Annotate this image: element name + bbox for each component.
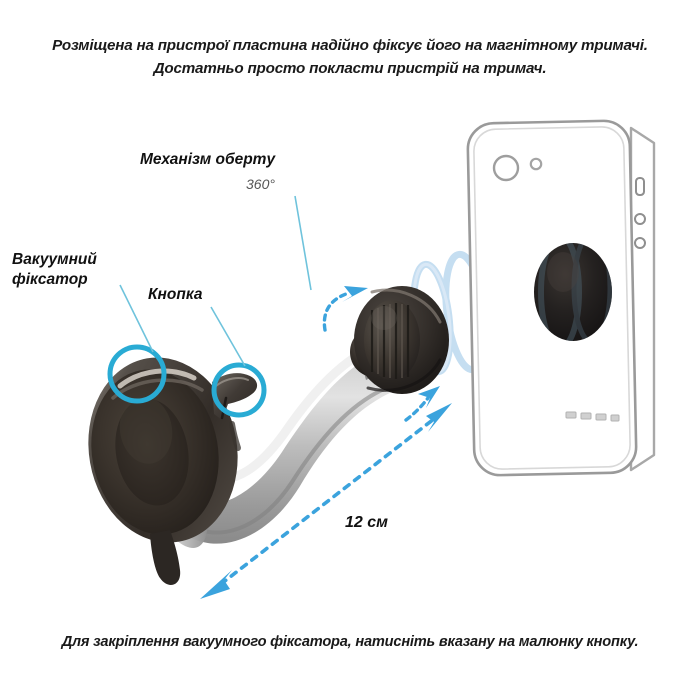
side-button-volume-up: [634, 213, 646, 225]
leader-lines: [119, 195, 312, 367]
callout-sublabel-rotate-degrees: 360°: [246, 176, 275, 192]
dimension-arrowhead-end: [426, 403, 452, 432]
suction-cup-tab: [150, 530, 181, 585]
callout-circle-vacuum: [107, 344, 167, 404]
rotation-arrow-upper: [322, 286, 368, 332]
callout-circle-button: [211, 362, 267, 418]
leader-line-vacuum: [119, 284, 154, 353]
side-button-volume-down: [634, 237, 646, 249]
ball-joint-swivel-head: [350, 286, 449, 394]
dimension-label: 12 см: [345, 514, 388, 531]
smartphone: [466, 119, 656, 477]
callout-label-button: Кнопка: [148, 286, 203, 303]
camera-lens-icon: [492, 154, 520, 182]
leader-line-rotate: [294, 195, 312, 291]
camera-flash-icon: [529, 157, 543, 171]
footer-text: Для закріплення вакуумного фіксатора, на…: [0, 631, 700, 653]
leader-line-button: [210, 306, 246, 367]
callout-label-rotate: Механізм обертy: [140, 151, 276, 168]
headline-line-1: Розміщена на пристрої пластина надійно ф…: [52, 37, 648, 54]
rotation-arrow-lower: [404, 386, 440, 422]
suction-cup: [88, 357, 238, 585]
dimension-arrow: [200, 403, 452, 599]
footer-line-1: Для закріплення вакуумного фіксатора, на…: [61, 634, 639, 650]
speaker-grille: [565, 411, 620, 422]
dimension-arrowhead-start: [200, 570, 232, 599]
side-button-mute: [635, 177, 645, 196]
headline-line-2: Достатньо просто покласти пристрій на тр…: [153, 60, 547, 77]
headline-text: Розміщена на пристрої пластина надійно ф…: [0, 34, 700, 80]
callout-label-vacuum: Вакуумний фіксатор: [12, 251, 97, 288]
